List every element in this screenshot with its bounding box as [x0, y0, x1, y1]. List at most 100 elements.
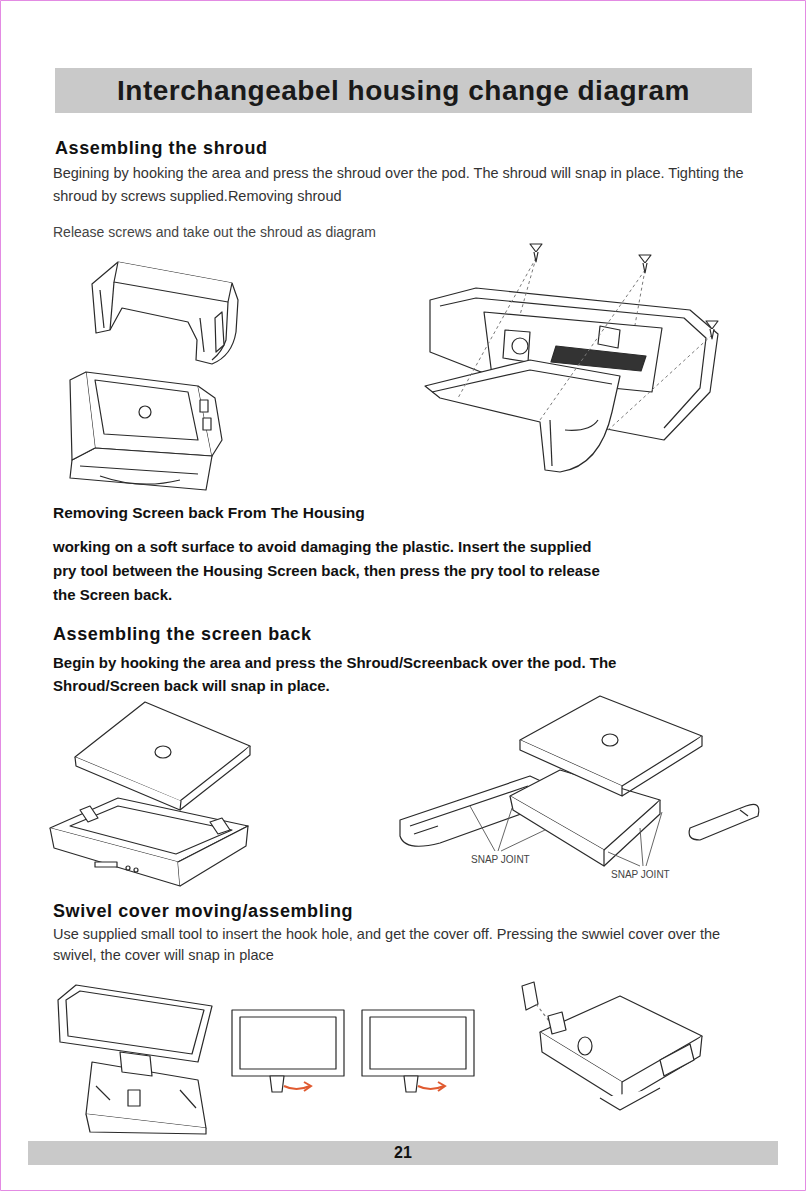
callout-label: SNAP JOINT: [610, 869, 671, 881]
snap-leader-part: [608, 852, 640, 866]
snap-leader: [470, 806, 662, 866]
shroud-drawing-part: [100, 290, 104, 328]
snap-leader-part: [640, 828, 643, 866]
screw-part: [643, 263, 647, 273]
swivel-drawing-part: [600, 1088, 660, 1110]
swivel-drawing-part: [66, 991, 204, 1054]
swivel-drawing-part: [96, 1086, 196, 1108]
swivel-drawing-part: [540, 996, 702, 1082]
instruction-text: working on a soft surface to avoid damag…: [53, 535, 613, 607]
exploded-shroud-drawing-part-part: [458, 258, 536, 398]
screen-back-drawing-part: [75, 702, 250, 801]
swivel-drawing-part: [540, 1032, 622, 1102]
pod-drawing-part: [200, 400, 208, 412]
swivel-drawing-part: [404, 1076, 418, 1092]
section-heading: Assembling the screen back: [53, 623, 312, 645]
pod-drawing-part: [70, 448, 212, 490]
exploded-shroud-drawing-part: [432, 370, 612, 392]
swivel-drawing-part: [660, 1044, 694, 1076]
screw-part: [530, 244, 542, 252]
section-heading: Removing Screen back From The Housing: [53, 503, 365, 523]
exploded-shroud-drawing-part: [503, 330, 530, 362]
screw-part: [639, 255, 651, 263]
screen-back-drawing-part: [155, 746, 171, 758]
screw-part: [534, 252, 538, 262]
shroud-drawing-part: [212, 302, 228, 360]
page-number: 21: [394, 1143, 412, 1163]
pod-drawing: [70, 372, 222, 490]
section-heading: Swivel cover moving/assembling: [53, 900, 353, 922]
screen-back-drawing-part: [80, 806, 98, 822]
exploded-shroud-drawing-part: [598, 326, 620, 348]
direction-arrow-part: [438, 1082, 445, 1091]
swivel-drawing-part: [86, 1114, 206, 1134]
shroud-drawing-part: [92, 262, 238, 364]
pod-drawing-part: [80, 466, 198, 474]
page-number-band: 21: [28, 1141, 778, 1165]
snap-assembly-drawing-part: [520, 696, 702, 786]
swivel-drawing: [58, 982, 702, 1134]
snap-leader-part: [470, 806, 495, 851]
screen-back-drawing-part: [70, 806, 232, 854]
snap-assembly-drawing-part: [602, 734, 618, 746]
shroud-drawing-part: [215, 312, 224, 352]
exploded-shroud-drawing-part: [565, 420, 598, 430]
exploded-shroud-drawing-part: [458, 258, 712, 432]
pod-drawing-part: [203, 418, 211, 430]
snap-leader-part: [646, 812, 662, 866]
swivel-drawing-part: [622, 1036, 702, 1102]
instruction-text: Use supplied small tool to insert the ho…: [53, 924, 758, 966]
screen-back-drawing-part: [180, 746, 250, 810]
screw-part: [706, 321, 718, 329]
screen-back-drawing-part: [126, 866, 130, 870]
snap-assembly-drawing-part: [520, 740, 622, 796]
instruction-text: Begining by hooking the area and press t…: [53, 162, 758, 208]
screw: [530, 244, 718, 339]
snap-assembly-drawing: [400, 696, 759, 866]
title-band: [55, 68, 752, 113]
swivel-drawing-part: [232, 1010, 344, 1076]
snap-assembly-drawing-part: [622, 736, 702, 796]
direction-arrow: [284, 1082, 445, 1091]
exploded-shroud-drawing-part-part: [606, 335, 712, 432]
shroud-drawing-part: [114, 262, 232, 302]
swivel-drawing-part: [578, 1037, 592, 1055]
exploded-shroud-drawing-part-part: [520, 258, 536, 315]
shroud-drawing-part: [200, 318, 204, 352]
direction-arrow-part: [304, 1082, 311, 1091]
swivel-drawing-part: [522, 982, 538, 1010]
pod-drawing-part: [95, 380, 198, 440]
snap-leader-part: [501, 830, 545, 851]
swivel-drawing-part: [362, 1010, 474, 1076]
swivel-drawing-part: [240, 1017, 336, 1069]
shroud-drawing-part: [110, 282, 114, 330]
exploded-shroud-drawing-part-part: [635, 270, 645, 325]
callout-label: SNAP JOINT: [470, 854, 531, 866]
exploded-shroud-drawing-part: [512, 338, 528, 354]
swivel-drawing-part: [120, 1052, 152, 1076]
snap-leader-part: [498, 808, 512, 851]
swivel-drawing-part: [58, 985, 212, 1062]
swivel-drawing-part: [128, 1090, 140, 1106]
snap-assembly-drawing-part: [689, 804, 759, 840]
screw-part: [710, 329, 714, 339]
screen-back-drawing-part: [134, 868, 138, 872]
pod-drawing-part: [70, 372, 95, 460]
snap-assembly-drawing-part: [410, 786, 528, 834]
swivel-drawing-part: [370, 1017, 466, 1069]
pod-drawing-part: [198, 386, 222, 456]
snap-assembly-drawing-part: [740, 810, 748, 816]
swivel-drawing-part: [270, 1076, 284, 1092]
section-heading: Assembling the shroud: [55, 137, 268, 159]
instruction-text: Release screws and take out the shroud a…: [53, 222, 573, 242]
swivel-drawing-part: [548, 1012, 566, 1034]
exploded-shroud-drawing-part-part: [540, 270, 645, 420]
instruction-text: Begin by hooking the area and press the …: [53, 651, 703, 697]
screen-back-drawing-part: [210, 818, 230, 834]
exploded-shroud-drawing-part: [425, 360, 620, 472]
screen-back-drawing-part: [95, 862, 117, 867]
pod-drawing-part: [86, 372, 212, 456]
screen-back-drawing: [50, 702, 250, 886]
